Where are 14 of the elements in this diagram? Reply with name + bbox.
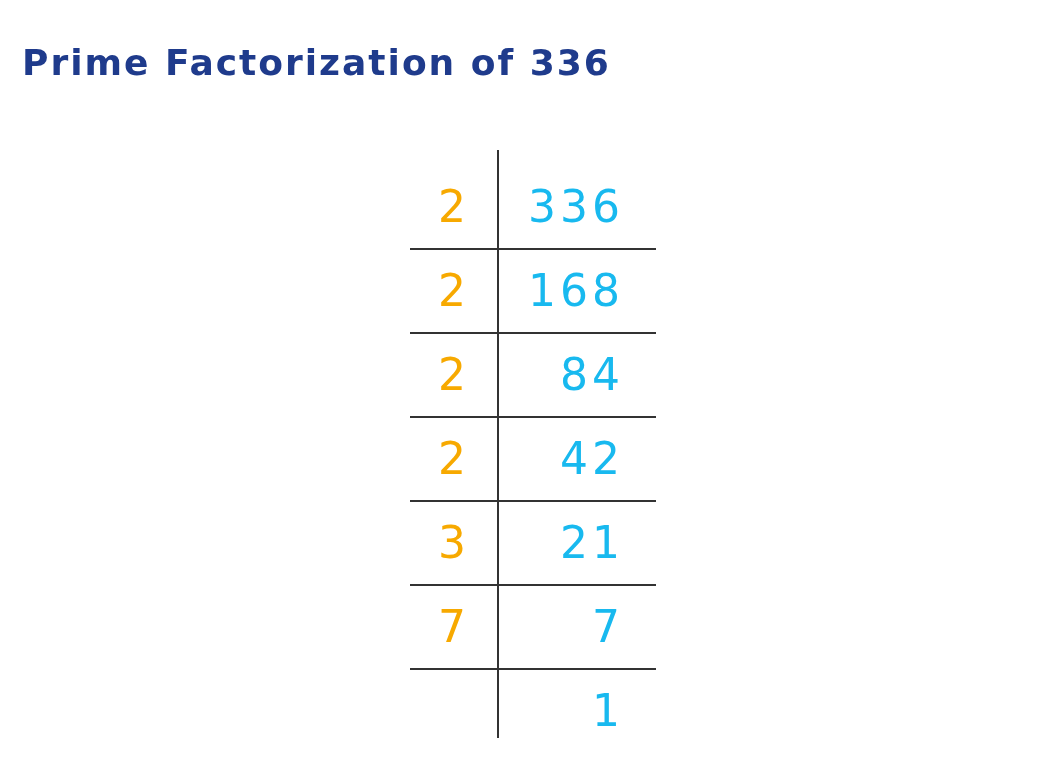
quotient-number: 168 <box>528 266 624 316</box>
quotient-number: 42 <box>560 434 624 484</box>
divisor-number: 2 <box>438 182 470 232</box>
quotient-number: 84 <box>560 350 624 400</box>
quotient-number: 7 <box>592 602 624 652</box>
title: Prime Factorization of 336 <box>22 42 611 83</box>
divisor-number: 7 <box>438 602 470 652</box>
divisor-number: 2 <box>438 434 470 484</box>
quotient-number: 21 <box>560 518 624 568</box>
divisor-number: 2 <box>438 266 470 316</box>
quotient-number: 336 <box>528 182 624 232</box>
divisor-number: 3 <box>438 518 470 568</box>
quotient-number: 1 <box>592 686 624 736</box>
divisor-number: 2 <box>438 350 470 400</box>
